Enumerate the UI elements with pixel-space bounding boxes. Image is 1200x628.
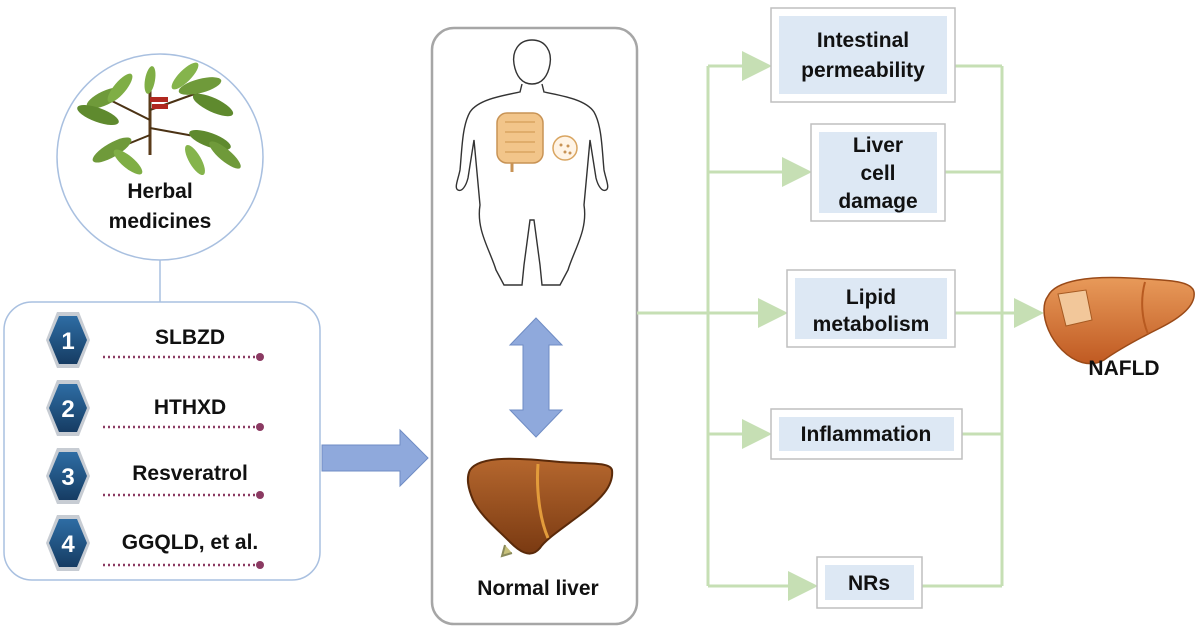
dot-end	[256, 561, 264, 569]
herbal-medicines-circle: Herbal medicines	[56, 53, 264, 261]
dot-end	[256, 423, 264, 431]
number-badge-2: 2	[46, 380, 90, 436]
box-liver-cell-damage: Liver cell damage	[810, 123, 946, 222]
number-badge-3: 3	[46, 448, 90, 504]
herbal-label-line1: Herbal	[127, 180, 192, 203]
herbal-item-3: 3 Resveratrol	[46, 448, 264, 504]
box-intestinal-permeability: Intestinal permeability	[770, 7, 956, 103]
normal-liver-label: Normal liver	[477, 577, 598, 600]
number-3: 3	[61, 464, 74, 491]
dot-end	[256, 353, 264, 361]
lipid-line1: Lipid	[846, 286, 896, 309]
dot-end	[256, 491, 264, 499]
box-nrs: NRs	[816, 556, 923, 609]
nrs-label: NRs	[848, 572, 890, 595]
nafld-liver-icon	[1043, 276, 1195, 365]
green-connectors	[637, 51, 1044, 601]
nafld-label: NAFLD	[1088, 357, 1159, 380]
human-body-icon	[455, 39, 609, 286]
normal-liver-icon	[466, 457, 614, 558]
intestinal-line1: Intestinal	[817, 29, 909, 52]
herbal-list-box	[3, 301, 321, 581]
number-1: 1	[61, 328, 74, 355]
inflammation-label: Inflammation	[801, 423, 932, 446]
number-badge-1: 1	[46, 312, 90, 368]
number-2: 2	[61, 396, 74, 423]
liver-line1: Liver	[853, 134, 903, 157]
liver-line2: cell	[860, 162, 895, 185]
box-inflammation: Inflammation	[770, 408, 963, 460]
number-badge-4: 4	[46, 515, 90, 571]
herbal-item-1: 1 SLBZD	[46, 312, 264, 368]
herb-name-hthxd: HTHXD	[154, 396, 226, 419]
lipid-line2: metabolism	[813, 313, 930, 336]
liver-line3: damage	[838, 190, 917, 213]
herbal-item-2: 2 HTHXD	[46, 380, 264, 436]
herbal-item-4: 4 GGQLD, et al.	[46, 515, 264, 571]
herb-plant-icon	[77, 62, 241, 176]
double-vertical-arrow	[508, 317, 564, 438]
intestinal-line2: permeability	[801, 59, 925, 82]
herb-name-ggqld: GGQLD, et al.	[122, 531, 259, 554]
box-lipid-metabolism: Lipid metabolism	[786, 269, 956, 348]
herb-name-resveratrol: Resveratrol	[132, 462, 248, 485]
herb-name-slbzd: SLBZD	[155, 326, 225, 349]
herbal-label-line2: medicines	[109, 210, 212, 233]
blue-right-arrow	[321, 428, 429, 488]
number-4: 4	[61, 531, 75, 558]
